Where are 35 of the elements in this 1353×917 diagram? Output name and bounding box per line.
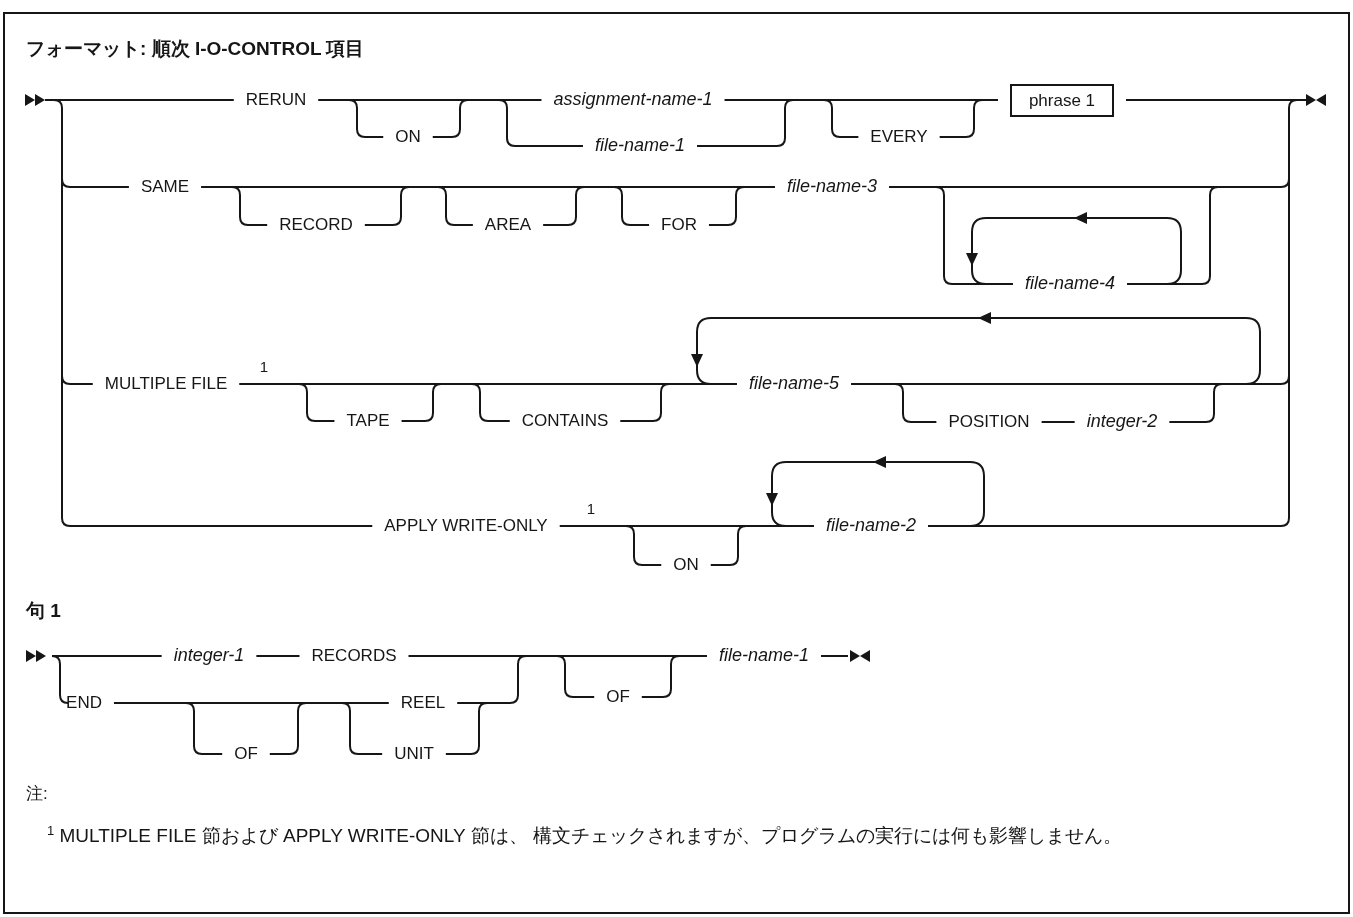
syntax-keyword: RERUN: [245, 89, 307, 111]
syntax-keyword: UNIT: [394, 743, 434, 765]
syntax-keyword: SAME: [140, 176, 190, 198]
syntax-keyword: POSITION: [948, 411, 1030, 433]
syntax-keyword: RECORDS: [311, 645, 397, 667]
footnote-mark: 1: [259, 358, 269, 376]
syntax-keyword: 注:: [26, 784, 48, 805]
syntax-variable: file-name-1: [719, 645, 809, 667]
section-heading: 句 1: [26, 600, 61, 623]
syntax-variable: file-name-5: [749, 373, 839, 395]
syntax-keyword: ON: [395, 126, 421, 148]
syntax-variable: file-name-3: [787, 176, 877, 198]
syntax-keyword: ON: [673, 554, 699, 576]
footnote-mark: 1: [586, 500, 596, 518]
syntax-variable: integer-1: [173, 645, 245, 667]
syntax-keyword: CONTAINS: [521, 410, 609, 432]
phrase-reference-box: phrase 1: [1010, 84, 1114, 117]
syntax-variable: file-name-4: [1025, 273, 1115, 295]
diagram-title: フォーマット: 順次 I-O-CONTROL 項目: [26, 37, 365, 61]
syntax-keyword: OF: [606, 686, 630, 708]
syntax-variable: assignment-name-1: [553, 89, 713, 111]
syntax-keyword: FOR: [661, 214, 697, 236]
syntax-keyword: AREA: [484, 214, 532, 236]
syntax-keyword: END: [66, 692, 102, 714]
syntax-keyword: REEL: [400, 692, 446, 714]
syntax-keyword: EVERY: [870, 126, 928, 148]
syntax-keyword: TAPE: [346, 410, 390, 432]
footnote-text: $^{1}$ MULTIPLE FILE 節および APPLY WRITE-ONLY 節は、 構文チェックされますが、プログラムの実行には何も影響しません。: [47, 822, 1123, 849]
syntax-keyword: APPLY WRITE-ONLY: [384, 515, 548, 537]
syntax-variable: integer-2: [1086, 411, 1158, 433]
syntax-variable: file-name-1: [595, 135, 685, 157]
syntax-keyword: RECORD: [279, 214, 353, 236]
syntax-keyword: OF: [234, 743, 258, 765]
syntax-variable: file-name-2: [826, 515, 916, 537]
syntax-keyword: MULTIPLE FILE: [104, 373, 228, 395]
